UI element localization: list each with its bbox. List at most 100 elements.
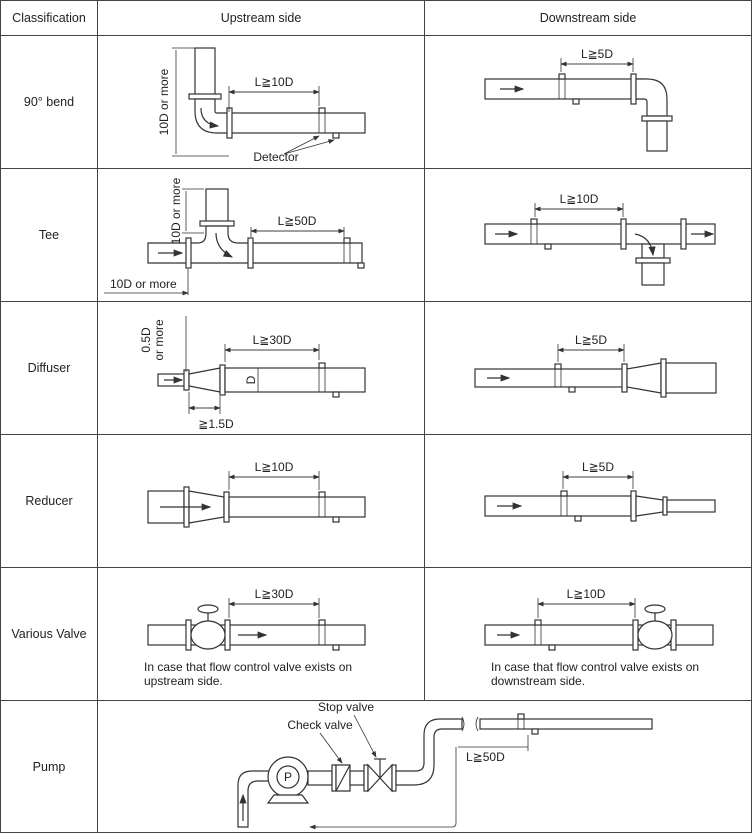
- header-upstream: Upstream side: [97, 0, 425, 36]
- valve-ds-handwheel: [644, 604, 666, 614]
- row-tee: Tee L≧50D: [0, 168, 752, 302]
- bend-ds-flange-bottom: [641, 115, 673, 122]
- valve-ds-detector-upper: [534, 619, 542, 626]
- valve-upstream-cell: L≧30D In case that flow control valve ex…: [97, 567, 425, 701]
- reducer-ds-cone: [635, 495, 664, 517]
- diffuser-flange-small: [183, 369, 190, 391]
- tee-ds-branch: [641, 243, 665, 259]
- valve-up-flange-left: [185, 619, 192, 651]
- valve-downstream-drawing: L≧10D: [484, 587, 714, 651]
- bend-ds-flange: [630, 73, 637, 105]
- pump-discharge-pipe: [307, 770, 333, 786]
- tee-flange-top: [199, 220, 235, 227]
- pump-impeller: [276, 765, 300, 789]
- bend-upstream-cell: L≧10D 10D or more Detector: [97, 35, 425, 169]
- detector-label: Detector: [253, 150, 298, 164]
- bend-ds-vertical-pipe: [646, 120, 668, 152]
- tee-flange-right: [247, 237, 254, 269]
- bend-vertical-length: 10D or more: [157, 68, 171, 135]
- diffuser-downstream-cell: L≧5D: [424, 301, 752, 435]
- pump-detector-upper: [517, 713, 525, 720]
- diffuser-horizontal-length: ≧1.5D: [198, 417, 234, 431]
- tee-ds-flange-left: [620, 218, 627, 250]
- diffuser-large-pipe: [224, 367, 366, 393]
- diffuser-upstream-cell: L≧30D D 0.5D or more ≧1.5D: [97, 301, 425, 435]
- row-label-various-valve: Various Valve: [0, 567, 98, 701]
- tee-upstream-length: L≧50D: [278, 214, 317, 228]
- diffuser-flange-large: [219, 364, 226, 396]
- valve-downstream-note: In case that flow control valve exists o…: [491, 660, 700, 688]
- reducer-upstream-drawing: L≧10D: [147, 460, 366, 528]
- valve-downstream-cell: L≧10D In case that flow control valve ex…: [424, 567, 752, 701]
- reducer-ds-flange-large: [630, 490, 637, 522]
- tee-downstream-drawing: L≧10D: [484, 192, 716, 286]
- valve-upstream-note: In case that flow control valve exists o…: [144, 660, 353, 688]
- reducer-flange-small: [223, 491, 230, 523]
- diffuser-upstream-length: L≧30D: [253, 333, 292, 347]
- reducer-ds-small-pipe: [666, 499, 716, 513]
- valve-upstream-drawing: L≧30D: [147, 587, 366, 651]
- valve-ds-flange-left: [632, 619, 639, 651]
- tee-ds-flange-bottom: [635, 257, 671, 264]
- tee-vertical-length: 10D or more: [169, 177, 183, 244]
- valve-up-detector-lower: [332, 644, 340, 651]
- diffuser-detector-lower: [332, 391, 340, 398]
- diffuser-vertical-b: or more: [152, 319, 166, 361]
- diffuser-ds-flange-large: [660, 358, 667, 398]
- row-label-90-bend: 90° bend: [0, 35, 98, 169]
- bend-upstream-drawing: L≧10D 10D or more Detector: [157, 47, 366, 164]
- valve-upstream-length: L≧30D: [255, 587, 294, 601]
- diffuser-cone: [188, 367, 221, 393]
- pump-base: [266, 794, 310, 804]
- tee-upstream-cell: L≧50D 10D or more 10D or more: [97, 168, 425, 302]
- bend-flange-top: [188, 93, 222, 100]
- reducer-downstream-drawing: L≧5D: [484, 460, 716, 522]
- valve-ds-body: [637, 620, 673, 650]
- bend-flange-horizontal: [226, 107, 233, 139]
- valve-ds-detector-lower: [548, 644, 556, 651]
- tee-ds-detector-upper: [530, 218, 538, 225]
- bend-downstream-drawing: L≧5D: [484, 47, 673, 152]
- valve-ds-pipe: [484, 624, 714, 646]
- row-label-reducer: Reducer: [0, 434, 98, 568]
- detector-upper: [318, 107, 326, 114]
- row-diffuser: Diffuser L≧30D D 0.5: [0, 301, 752, 435]
- bend-ds-elbow: [635, 78, 668, 117]
- valve-up-handwheel: [197, 604, 219, 614]
- check-valve-label: Check valve: [287, 718, 353, 732]
- row-label-tee: Tee: [0, 168, 98, 302]
- row-90-bend: 90° bend: [0, 35, 752, 169]
- pump-connector: [349, 770, 365, 786]
- diffuser-ds-detector-lower: [568, 386, 576, 393]
- diffuser-ds-flange-small: [621, 363, 628, 393]
- reducer-detector-lower: [332, 516, 340, 523]
- pump-length: L≧50D: [466, 750, 505, 764]
- tee-vertical-pipe: [205, 188, 229, 224]
- row-reducer: Reducer L≧10D: [0, 434, 752, 568]
- pump-detector-lower: [531, 728, 539, 735]
- tee-detector-lower: [357, 262, 365, 269]
- pump-symbol: P: [284, 770, 292, 784]
- valve-up-detector-upper: [318, 619, 326, 626]
- reducer-detector-upper: [318, 491, 326, 498]
- reducer-downstream-length: L≧5D: [582, 460, 614, 474]
- tee-horizontal-length: 10D or more: [110, 277, 177, 291]
- row-various-valve: Various Valve L≧30D In case that: [0, 567, 752, 701]
- tee-horizontal-pipe: [147, 225, 363, 264]
- row-label-pump: Pump: [0, 700, 98, 833]
- valve-up-flange-right: [224, 619, 231, 651]
- diffuser-ds-large-pipe: [665, 362, 717, 394]
- reducer-downstream-cell: L≧5D: [424, 434, 752, 568]
- bend-downstream-length: L≧5D: [581, 47, 613, 61]
- bend-elbow: [194, 98, 230, 134]
- tee-ds-vertical-pipe: [641, 262, 665, 286]
- diffuser-ds-detector-upper: [554, 363, 562, 370]
- stop-valve-label: Stop valve: [318, 700, 374, 714]
- detector-lower: [332, 132, 340, 139]
- header-row: Classification Upstream side Downstream …: [0, 0, 752, 36]
- header-downstream: Downstream side: [424, 0, 752, 36]
- tee-flange-left: [185, 237, 192, 269]
- reducer-ds-detector-upper: [560, 490, 568, 497]
